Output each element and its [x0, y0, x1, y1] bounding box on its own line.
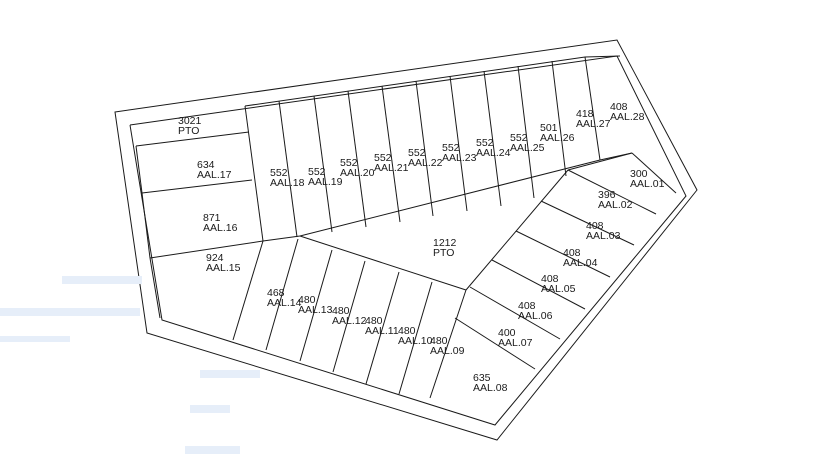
- bottom-lot-row: [232, 235, 467, 399]
- parcel-area: 552: [510, 132, 528, 144]
- parcel-area: 634: [197, 159, 215, 171]
- road-edge: [129, 55, 687, 426]
- parcel-code: AAL.24: [476, 147, 511, 159]
- parcel-labels: 3021PTO634AAL.17871AAL.16924AAL.15552AAL…: [178, 101, 665, 394]
- parcel-area: 480: [332, 305, 350, 317]
- parcel-area: 408: [541, 273, 559, 285]
- parcel-area: 552: [308, 166, 326, 178]
- parcel-code: AAL.06: [518, 310, 553, 322]
- parcel-code: AAL.18: [270, 177, 305, 189]
- parcel-area: 300: [630, 168, 648, 180]
- parcel-code: AAL.03: [586, 230, 621, 242]
- parcel-code: AAL.20: [340, 167, 375, 179]
- parcel-code: AAL.07: [498, 337, 533, 349]
- top-lot-row: [244, 55, 633, 242]
- parcel-code: AAL.19: [308, 176, 343, 188]
- parcel-area: 552: [442, 142, 460, 154]
- parcel-code: AAL.01: [630, 178, 665, 190]
- outer-boundary: [114, 39, 698, 441]
- parcel-code: AAL.28: [610, 111, 645, 123]
- parcel-area: 408: [563, 247, 581, 259]
- parcel-code: AAL.04: [563, 257, 598, 269]
- parcel-code: AAL.11: [365, 325, 399, 337]
- parcel-area: 480: [365, 315, 383, 327]
- parcel-area: 408: [518, 300, 536, 312]
- parcel-area: 1212: [433, 237, 457, 249]
- parcel-code: AAL.08: [473, 382, 508, 394]
- parcel-area: 480: [398, 325, 416, 337]
- ghost-marks: [0, 276, 260, 454]
- parcel-area: 635: [473, 372, 491, 384]
- parcel-area: 3021: [178, 115, 202, 127]
- parcel-area: 468: [267, 287, 285, 299]
- parcel-code: AAL.12: [332, 315, 367, 327]
- parcel-area: 418: [576, 108, 594, 120]
- parcel-area: 924: [206, 252, 224, 264]
- parcel-code: AAL.09: [430, 345, 465, 357]
- parcel-area: 408: [610, 101, 628, 113]
- parcel-area: 480: [298, 294, 316, 306]
- parcel-area: 400: [498, 327, 516, 339]
- parcel-code: AAL.17: [197, 169, 232, 181]
- parcel-code: AAL.02: [598, 199, 633, 211]
- parcel-code: AAL.23: [442, 152, 477, 164]
- parcel-area: 552: [476, 137, 494, 149]
- parcel-area: 871: [203, 212, 221, 224]
- parcel-code: AAL.22: [408, 157, 443, 169]
- parcel-area: 396: [598, 189, 616, 201]
- parcel-area: 552: [374, 152, 392, 164]
- parcel-area: 552: [408, 147, 426, 159]
- parcel-code: AAL.26: [540, 132, 575, 144]
- parcel-code: AAL.10: [398, 335, 433, 347]
- left-block: [135, 131, 264, 319]
- parcel-code: AAL.16: [203, 222, 238, 234]
- parcel-area: 552: [270, 167, 288, 179]
- parcel-code: AAL.21: [374, 162, 409, 174]
- parcel-code: AAL.27: [576, 118, 611, 130]
- parcel-area: 408: [586, 220, 604, 232]
- parcel-code: PTO: [433, 247, 454, 259]
- parcel-code: AAL.15: [206, 262, 241, 274]
- parcel-code: AAL.13: [298, 304, 333, 316]
- parcel-code: PTO: [178, 125, 199, 137]
- parcel-area: 552: [340, 157, 358, 169]
- parcel-code: AAL.25: [510, 142, 545, 154]
- parcel-area: 480: [430, 335, 448, 347]
- parcel-code: AAL.05: [541, 283, 576, 295]
- parcel-code: AAL.14: [267, 297, 302, 309]
- parcel-area: 501: [540, 122, 558, 134]
- right-lot-row: [454, 152, 677, 370]
